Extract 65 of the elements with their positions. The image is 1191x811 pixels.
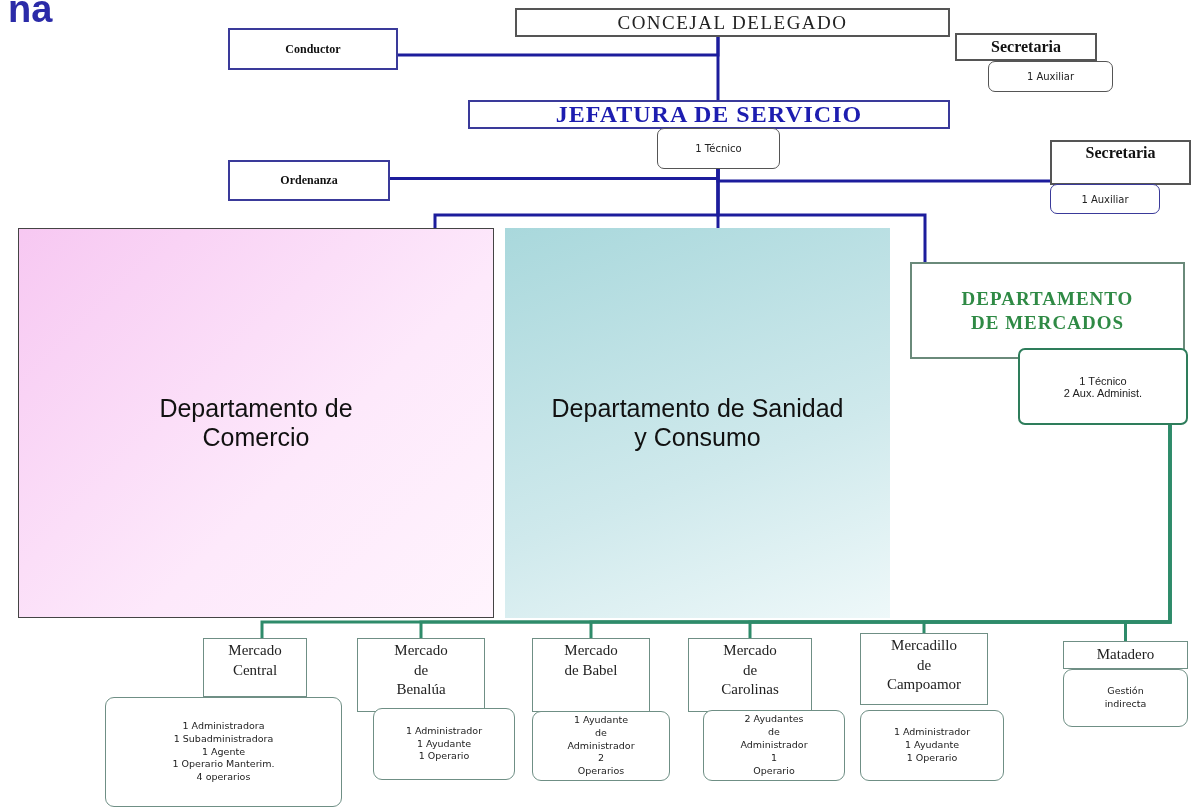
org-box [515,8,950,37]
node-text: 1 Agente [202,745,245,759]
node-text: 2 Operarios [577,752,625,779]
market-box [688,638,812,712]
node-text: Secretaria [991,38,1061,56]
node-text: Mercado Central [228,641,282,680]
node-text: Matadero [1096,645,1155,665]
market-box [532,638,650,712]
node-text: Gestión indirecta [1104,685,1147,711]
node-text: 1 Operario [418,750,470,764]
org-box [228,160,390,201]
connector-line [716,169,927,262]
connector-line [398,37,720,57]
department-panel [505,228,890,618]
node-text: Mercado de Babel [564,641,618,680]
market-box [1063,641,1188,669]
node-text: 1 Ayudante [905,739,959,752]
node-text: 1 Operario [753,751,795,778]
connector-line [1124,425,1172,641]
node-text: 1 Auxiliar [1081,193,1129,205]
staff-box [105,697,342,807]
staff-box [657,128,780,169]
node-text: 1 Ayudante [417,737,471,751]
node-text: 1 Administradora [182,719,265,733]
node-text: CONCEJAL DELEGADO [617,11,848,34]
org-box [1050,140,1191,185]
node-text: 2 Ayudantes de Administrador [740,713,808,752]
node-text: 1 Técnico [695,143,742,154]
node-text: 4 operarios [196,771,251,785]
node-text: 1 Técnico [1079,374,1127,387]
department-box [910,262,1185,359]
node-text: 2 Aux. Administ. [1063,386,1143,399]
node-text: 1 Operario [906,751,958,765]
market-box [860,633,988,705]
node-text: Ordenanza [280,173,338,188]
staff-box [373,708,515,780]
staff-box [1018,348,1188,425]
node-text: 1 Administrador [405,724,483,738]
node-text: Mercadillo de Campoamor [886,636,962,694]
org-box [468,100,950,129]
staff-box [703,710,845,781]
staff-box [860,710,1004,781]
node-text: Mercado de Carolinas [721,641,779,699]
staff-box [988,61,1113,92]
node-text: 1 Operario Manterim. [172,758,275,772]
node-text: Secretaria [1085,144,1156,162]
node-text: 1 Auxiliar [1026,71,1075,82]
staff-box [1050,184,1160,214]
market-box [203,638,307,697]
node-text: Mercado de Benalúa [394,641,448,699]
node-text: Departamento de Comercio [158,394,354,452]
org-box [228,28,398,70]
title-fragment: na [8,0,53,31]
node-text: Departamento de Sanidad y Consumo [550,394,845,452]
market-box [357,638,485,712]
node-text: 1 Subadministradora [173,732,274,746]
staff-box [532,711,670,781]
staff-box [1063,669,1188,727]
org-box [955,33,1097,61]
node-text: Conductor [285,41,341,57]
department-panel [18,228,494,618]
node-text: 1 Administrador [893,726,971,740]
node-text: JEFATURA DE SERVICIO [555,101,863,128]
node-text: DEPARTAMENTO DE MERCADOS [961,286,1134,335]
node-text: 1 Ayudante de Administrador [567,713,635,753]
